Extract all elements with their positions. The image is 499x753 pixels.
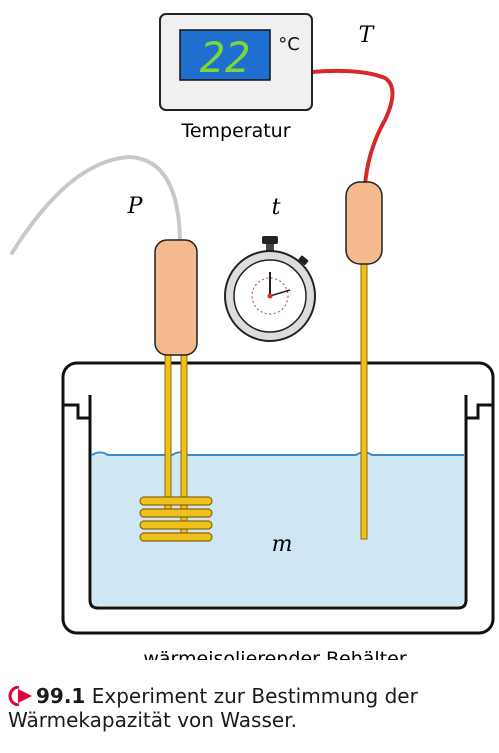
power-symbol: P [127,194,144,219]
heater-handle [154,239,198,356]
probe-handle [345,181,383,265]
thermometer-label: Temperatur [180,120,290,142]
stopwatch-side-button [298,255,309,266]
stopwatch-second-hand [269,289,291,297]
caption-number: 99.1 [36,684,86,708]
water [92,455,464,606]
sensor-cable [310,68,395,187]
container-notch-right [466,403,493,420]
stopwatch-pivot [267,293,273,299]
thermometer-probe [345,181,383,540]
immersion-heater [139,239,213,542]
temperature-unit: °C [278,34,300,55]
mass-symbol: m [272,532,293,557]
container-label: wärmeisolierender Behälter [143,648,406,660]
probe-rod [360,261,368,540]
thermometer-symbol: T [359,23,376,48]
experiment-diagram: 22 °C T Temperatur P t m wärmeisolierend… [10,13,495,660]
stopwatch-inner-dial [251,277,289,315]
heater-rod-left [164,344,172,516]
stopwatch-crown-stem [266,244,274,254]
stopwatch [224,236,316,342]
figure-caption: 99.1 Experiment zur Bestimmung der Wärme… [8,684,488,732]
temperature-value: 22 [200,33,251,82]
heater-coil [139,496,213,542]
thermometer-screen [179,29,271,81]
play-circle-icon [8,686,32,706]
container-notch-left [63,403,90,420]
power-cable [10,154,182,255]
caption-text-line1: Experiment zur Bestimmung der [91,684,418,708]
digital-thermometer: 22 °C [159,13,313,111]
stopwatch-crown [262,236,278,244]
time-symbol: t [272,195,281,220]
caption-text-line2: Wärmekapazität von Wasser. [8,708,297,732]
